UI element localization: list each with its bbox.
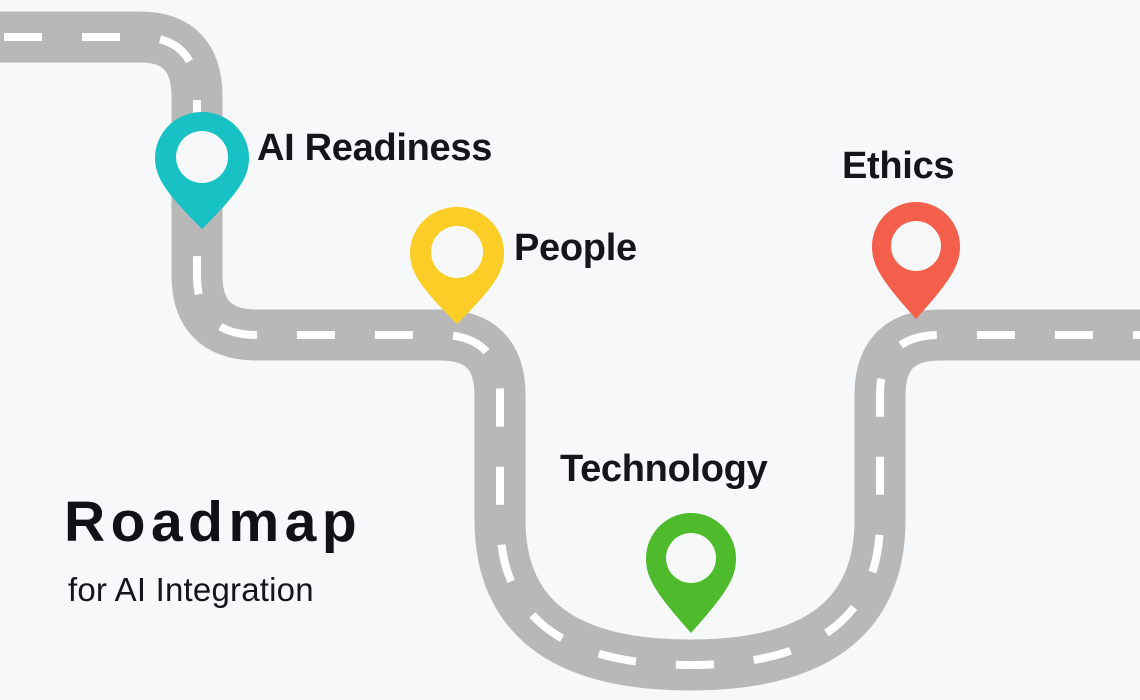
map-pin-icon [410,207,504,324]
title-block: Roadmap for AI Integration [64,490,363,608]
map-pin-icon [872,202,960,319]
milestone-label-ai-readiness: AI Readiness [257,127,493,169]
milestone-label-technology: Technology [560,448,768,490]
milestone-label-people: People [514,227,637,269]
page-subtitle: for AI Integration [68,571,314,608]
milestone-label-ethics: Ethics [842,145,955,187]
milestone-pin-ethics[interactable] [872,202,960,319]
milestone-pin-technology[interactable] [646,513,736,633]
milestone-pin-ai-readiness[interactable] [155,112,249,229]
page-title: Roadmap [64,490,363,554]
map-pin-icon [646,513,736,633]
map-pin-icon [155,112,249,229]
milestone-pin-people[interactable] [410,207,504,324]
